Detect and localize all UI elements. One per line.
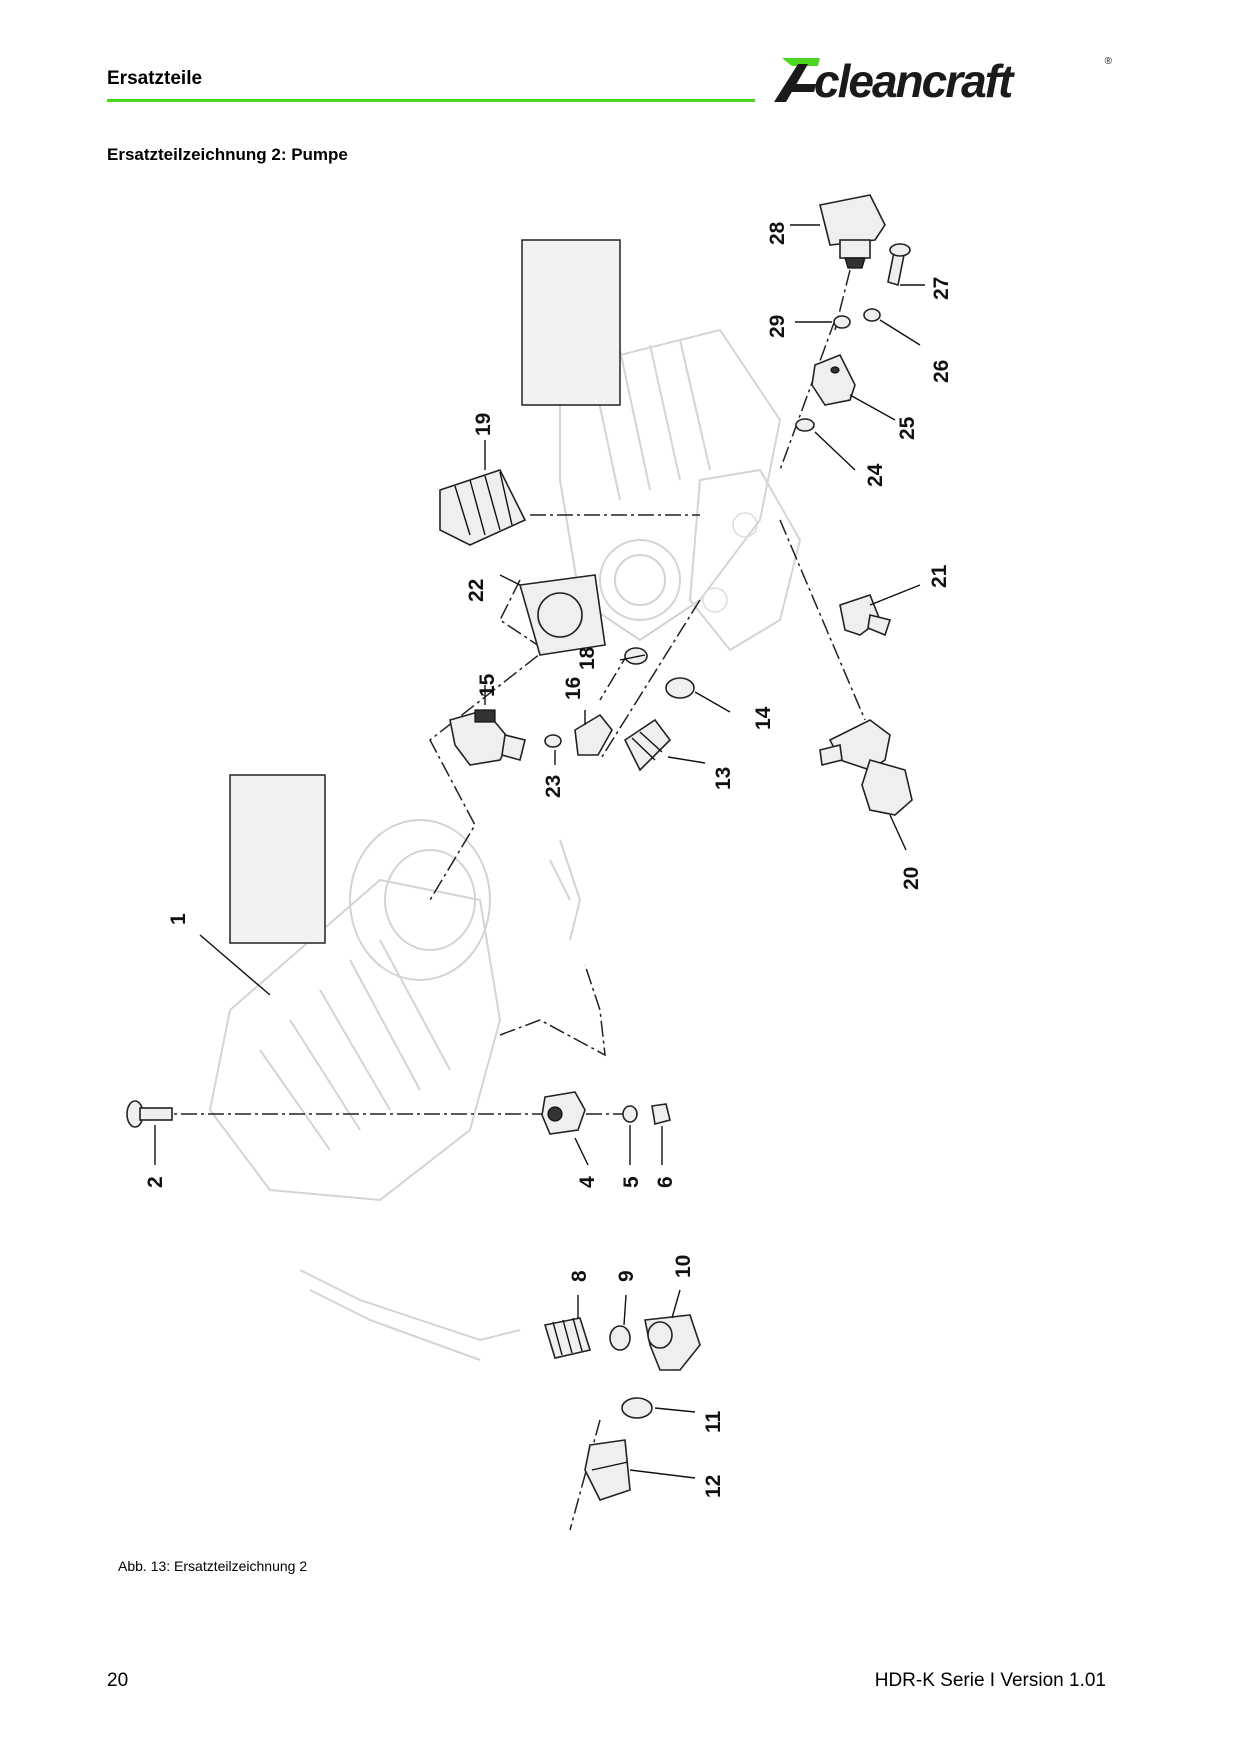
part-22-gasket: [518, 574, 606, 656]
part-28-pressure-switch: [819, 194, 886, 269]
part-14-oring: [665, 677, 695, 699]
logo-registered-mark: ®: [1104, 56, 1112, 67]
callout-19: 19: [472, 413, 495, 436]
callout-14: 14: [752, 706, 775, 730]
part-21-fitting: [839, 594, 892, 637]
callout-10: 10: [672, 1255, 695, 1278]
part-10-elbow: [644, 1314, 701, 1371]
part-27-bolt: [887, 243, 911, 287]
logo-mark-icon: [774, 58, 820, 102]
callout-numbers: 1 2 4 5 6 8 9 10 11 12 13 14 15 16 18 19…: [144, 221, 953, 1498]
callout-2: 2: [144, 1176, 167, 1188]
cleancraft-logo: cleancraft ®: [768, 55, 1112, 107]
part-29-washer: [833, 315, 851, 329]
part-20-valve: [819, 719, 913, 816]
callout-24: 24: [864, 463, 887, 487]
callout-20: 20: [900, 867, 923, 890]
figure-caption: Abb. 13: Ersatzteilzeichnung 2: [118, 1558, 308, 1574]
part-19-cap: [439, 469, 527, 546]
callout-22: 22: [465, 579, 488, 602]
part-26-washer: [863, 308, 881, 322]
part-9-oring: [609, 1325, 631, 1351]
part-24-seal: [795, 418, 815, 432]
part-18-oring: [624, 647, 648, 665]
callout-25: 25: [896, 416, 919, 440]
callout-16: 16: [562, 677, 585, 700]
part-12-nipple: [584, 1439, 631, 1501]
header-rule: [107, 99, 755, 102]
part-23-washer: [544, 734, 562, 748]
callout-leader-lines: [154, 224, 925, 1479]
callout-18: 18: [576, 646, 599, 670]
part-13-nipple: [623, 718, 672, 772]
callout-23: 23: [542, 775, 565, 798]
footer-document-title: HDR-K Serie I Version 1.01: [874, 1670, 1106, 1691]
part-2-bolt: [126, 1100, 173, 1128]
part-4-coupling: [541, 1091, 586, 1135]
callout-26: 26: [930, 360, 953, 383]
callout-15: 15: [476, 673, 499, 697]
part-16-elbow: [574, 713, 613, 756]
motor-ghost: [208, 819, 582, 1361]
part-25-block: [811, 353, 856, 406]
callout-4: 4: [576, 1176, 599, 1188]
callout-13: 13: [712, 767, 735, 790]
part-8-hose-nipple: [543, 1317, 592, 1359]
part-6-nut: [651, 1103, 671, 1125]
callout-11: 11: [702, 1410, 725, 1433]
section-title: Ersatzteilzeichnung 2: Pumpe: [107, 145, 348, 164]
callout-21: 21: [928, 564, 951, 588]
part-5-washer: [622, 1105, 638, 1123]
callout-9: 9: [615, 1270, 638, 1282]
placeholder-box-top: [521, 239, 621, 406]
placeholder-box-left: [229, 774, 326, 944]
logo-wordmark: cleancraft: [814, 55, 1013, 107]
callout-8: 8: [568, 1270, 591, 1282]
header-title: Ersatzteile: [107, 68, 203, 89]
part-15-solenoid: [449, 709, 526, 766]
callout-6: 6: [654, 1176, 677, 1188]
callout-27: 27: [930, 277, 953, 300]
callout-5: 5: [620, 1176, 643, 1188]
callout-29: 29: [766, 315, 789, 338]
callout-1: 1: [167, 913, 190, 925]
part-11-oring: [621, 1397, 653, 1419]
callout-12: 12: [702, 1475, 725, 1498]
callout-28: 28: [766, 221, 789, 245]
page-number: 20: [107, 1670, 129, 1691]
